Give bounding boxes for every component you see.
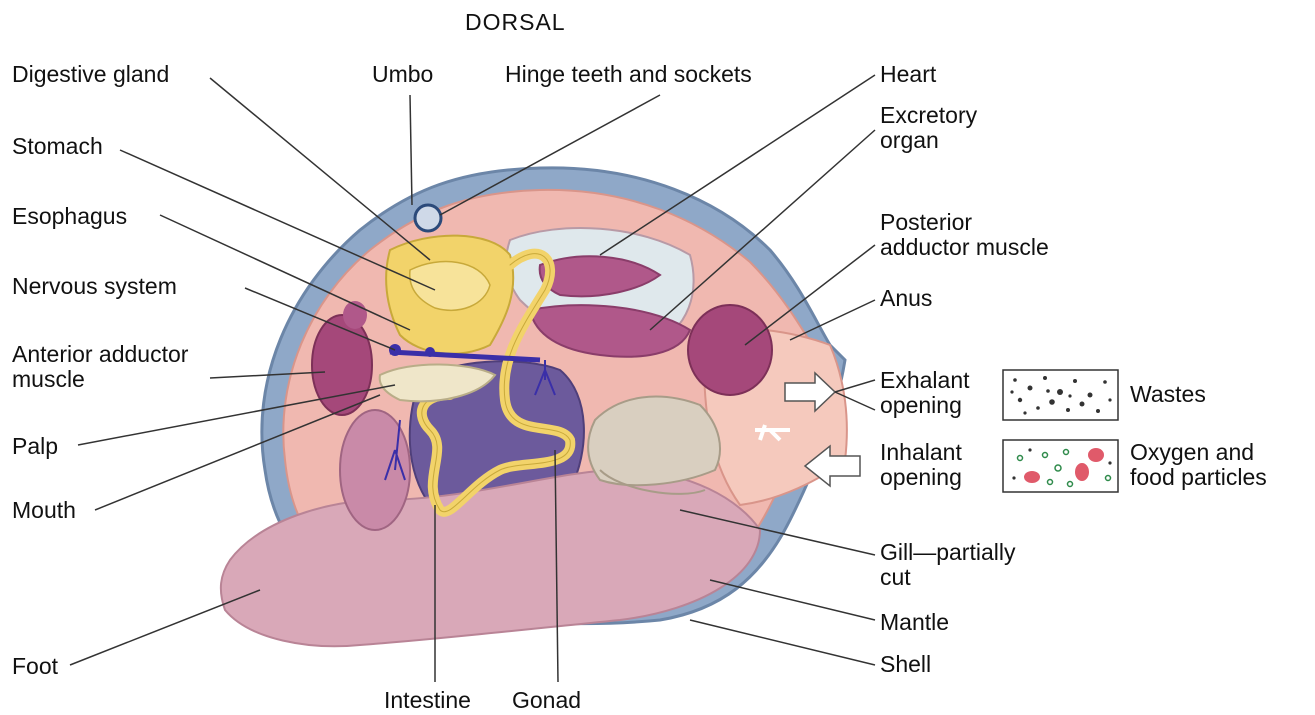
label-posterior-adductor-muscle: Posterior adductor muscle xyxy=(880,210,1049,260)
label-inhalant-opening: Inhalant opening xyxy=(880,440,962,490)
label-nervous-system: Nervous system xyxy=(12,274,177,299)
label-foot: Foot xyxy=(12,654,58,679)
label-gonad: Gonad xyxy=(512,688,581,713)
label-hinge-teeth-and-sockets: Hinge teeth and sockets xyxy=(505,62,752,87)
label-stomach: Stomach xyxy=(12,134,103,159)
label-mouth: Mouth xyxy=(12,498,76,523)
diagram-title: DORSAL xyxy=(465,10,566,35)
label-digestive-gland: Digestive gland xyxy=(12,62,169,87)
label-heart: Heart xyxy=(880,62,936,87)
posterior-adductor-muscle xyxy=(688,305,772,395)
legend-oxygen-food: Oxygen and food particles xyxy=(1130,440,1267,490)
label-intestine: Intestine xyxy=(384,688,471,713)
gill xyxy=(588,397,720,486)
label-anus: Anus xyxy=(880,286,932,311)
label-gill: Gill—partially cut xyxy=(880,540,1015,590)
label-excretory-organ: Excretory organ xyxy=(880,103,977,153)
label-esophagus: Esophagus xyxy=(12,204,127,229)
label-shell: Shell xyxy=(880,652,931,677)
label-exhalant-opening: Exhalant opening xyxy=(880,368,970,418)
wastes-box xyxy=(1003,370,1118,420)
label-umbo: Umbo xyxy=(372,62,433,87)
label-anterior-adductor-muscle: Anterior adductor muscle xyxy=(12,342,188,392)
anterior-adductor-muscle xyxy=(312,315,372,415)
label-palp: Palp xyxy=(12,434,58,459)
hinge-teeth xyxy=(415,205,441,231)
legend-wastes: Wastes xyxy=(1130,382,1206,407)
label-mantle: Mantle xyxy=(880,610,949,635)
